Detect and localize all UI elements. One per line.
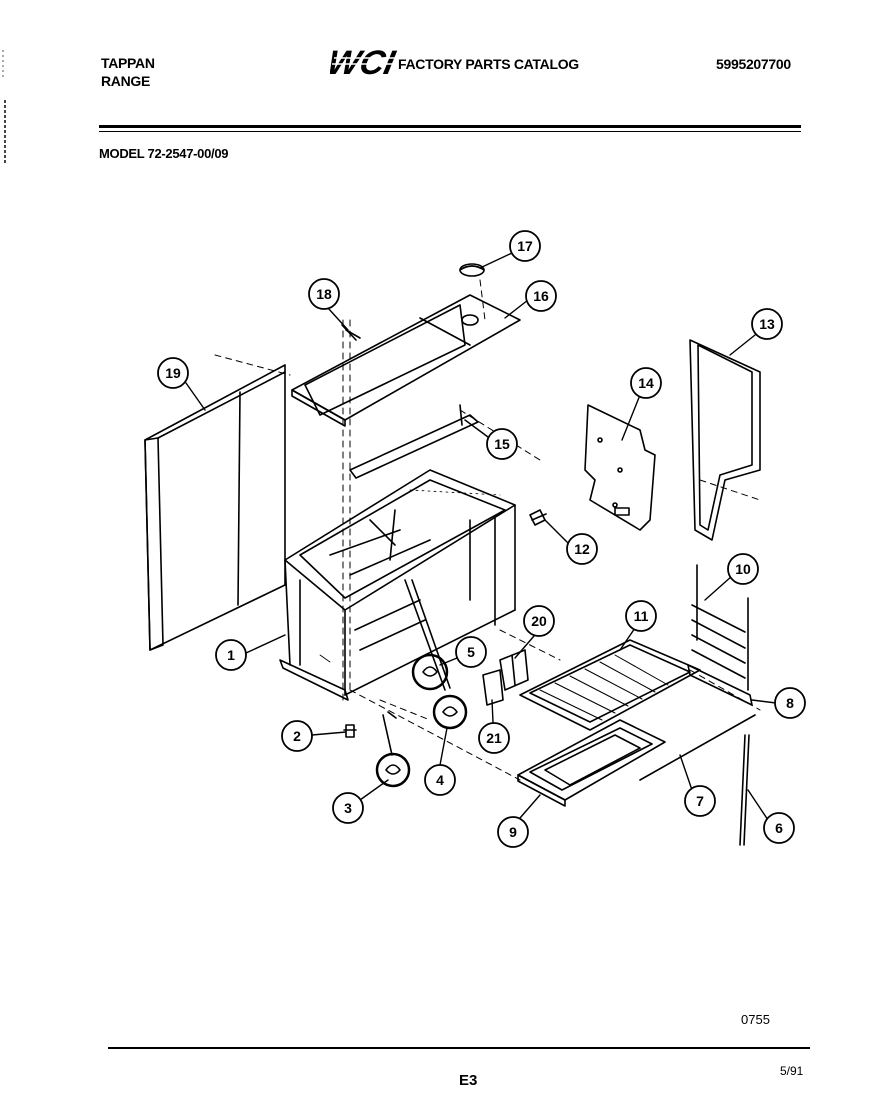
callout-8: 8 [774,687,806,719]
part-17-knob [459,263,485,277]
callout-12-label: 12 [574,541,590,557]
callout-13: 13 [751,308,783,340]
callout-20-label: 20 [531,613,547,629]
brand-block: TAPPAN RANGE [101,54,155,90]
part-20-bracket [499,649,529,691]
part-3-component [375,711,411,788]
product-type: RANGE [101,73,151,89]
callout-13-label: 13 [759,316,775,332]
callout-2-label: 2 [293,728,301,744]
callout-21-label: 21 [486,730,502,746]
part-9-broiler-pan [517,719,666,807]
part-12-clip [529,509,547,526]
part-2-fastener [343,724,357,738]
callout-leaders [185,252,777,821]
callout-2: 2 [281,720,313,752]
catalog-title: FACTORY PARTS CATALOG [398,56,579,72]
svg-text:WCI: WCI [330,44,399,80]
page-number: E3 [459,1072,478,1089]
callout-6: 6 [763,812,795,844]
part-16-top-panel [291,294,521,427]
callout-9: 9 [497,816,529,848]
callout-4-label: 4 [436,772,444,788]
part-6-trim [739,734,750,846]
callout-1: 1 [215,639,247,671]
callout-5: 5 [455,636,487,668]
callout-16-label: 16 [533,288,549,304]
part-21-bracket [482,669,504,706]
part-15-channel [349,404,479,479]
brand-name: TAPPAN [101,55,155,71]
callout-bubbles: 1 2 3 4 5 6 7 8 9 10 11 12 13 14 15 16 1… [157,230,806,848]
callout-17: 17 [509,230,541,262]
callout-18: 18 [308,278,340,310]
callout-17-label: 17 [517,238,533,254]
revision-date: 5/91 [780,1064,804,1078]
part-5-component [411,653,449,691]
callout-11-label: 11 [634,608,649,624]
callout-12: 12 [566,533,598,565]
part-13-back-panel [689,339,761,541]
part-14-bracket-plate [584,404,656,531]
drawing-code: 0755 [741,1012,770,1027]
callout-7-label: 7 [696,793,704,809]
callout-8-label: 8 [786,695,794,711]
footer-rule [108,1047,810,1049]
header-rule-bottom [99,131,801,132]
callout-6-label: 6 [775,820,783,836]
callout-21: 21 [478,722,510,754]
part-18-screw [341,324,361,341]
part-4-component [432,694,468,730]
callout-3: 3 [332,792,364,824]
header-rule-top [99,125,801,128]
wci-logo: WCI [330,44,399,80]
callout-19: 19 [157,357,189,389]
part-7-rod [639,714,756,781]
callout-7: 7 [684,785,716,817]
callout-18-label: 18 [316,286,332,302]
callout-16: 16 [525,280,557,312]
callout-10: 10 [727,553,759,585]
callout-20: 20 [523,605,555,637]
callout-14: 14 [630,367,662,399]
callout-9-label: 9 [509,824,517,840]
part-1-main-frame [279,469,516,701]
scan-edge-mark [2,50,6,165]
part-19-side-panel [144,364,286,651]
catalog-number: 5995207700 [716,56,791,72]
callout-15: 15 [486,428,518,460]
callout-4: 4 [424,764,456,796]
part-11-oven-rack [519,639,701,731]
callout-14-label: 14 [638,375,654,391]
model-number: MODEL 72-2547-00/09 [99,146,229,161]
callout-11: 11 [625,600,657,632]
callout-5-label: 5 [467,644,475,660]
callout-10-label: 10 [735,561,751,577]
callout-1-label: 1 [227,647,235,663]
callout-19-label: 19 [165,365,181,381]
callout-3-label: 3 [344,800,352,816]
part-10-shelf-supports [691,564,749,691]
callout-15-label: 15 [494,436,510,452]
